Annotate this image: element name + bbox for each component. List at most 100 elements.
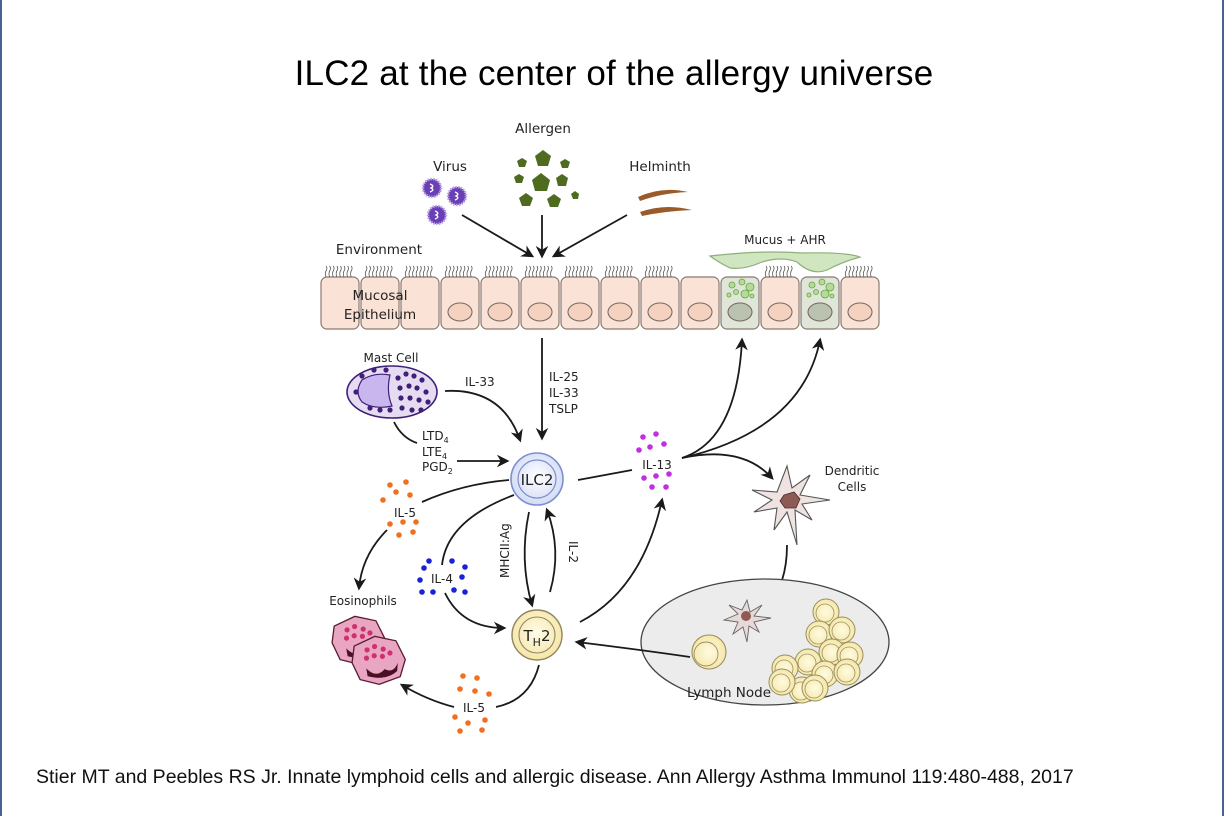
cytokine-dot — [403, 479, 409, 485]
mast-granule — [414, 385, 419, 390]
epithelial-cell — [761, 266, 799, 329]
il5-lower-label: IL-5 — [463, 701, 485, 715]
goblet-cell — [801, 277, 839, 329]
naive-t-cell — [692, 635, 726, 669]
cilium — [493, 266, 495, 277]
cytokine-dot — [421, 565, 427, 571]
cilium — [580, 266, 582, 277]
mast-cell-label: Mast Cell — [364, 351, 419, 365]
cilium — [420, 266, 422, 277]
cilium — [445, 266, 447, 277]
signal-il25: IL-25 — [549, 370, 579, 384]
cell-nucleus — [568, 303, 592, 321]
cytokine-dot — [413, 519, 419, 525]
mast-il33-label: IL-33 — [465, 375, 495, 389]
mast-lipid-connector — [394, 422, 417, 443]
cilium — [525, 266, 527, 277]
cytokine-dot — [641, 475, 647, 481]
mast-granule — [387, 407, 392, 412]
cilium — [485, 266, 487, 277]
t-cell — [769, 669, 795, 695]
mucus-vesicle — [807, 293, 811, 297]
epithelial-cell — [601, 266, 639, 329]
cilium — [423, 266, 425, 277]
cell-nucleus — [488, 303, 512, 321]
mast-granule — [398, 395, 403, 400]
il13-label: IL-13 — [642, 458, 672, 472]
cilium — [333, 266, 335, 277]
cell-nucleus — [608, 303, 632, 321]
mucus-vesicle — [729, 282, 735, 288]
signal-tslp: TSLP — [548, 402, 578, 416]
cytokine-dot — [647, 444, 653, 450]
il2-label: IL-2 — [566, 541, 580, 563]
cilium — [616, 266, 618, 277]
cilium — [645, 266, 647, 277]
mucus-ahr-label: Mucus + AHR — [744, 233, 826, 247]
cilium — [511, 266, 513, 277]
cilium — [409, 266, 411, 277]
mast-granule — [403, 371, 408, 376]
epithelial-cell — [521, 266, 559, 329]
cilium — [649, 266, 651, 277]
epithelial-cell — [641, 266, 679, 329]
cilium — [783, 266, 785, 277]
allergen-icon — [514, 150, 579, 207]
virus-label: Virus — [433, 159, 467, 175]
mast-granule — [359, 373, 364, 378]
cilium — [471, 266, 473, 277]
cytokine-dot — [462, 589, 468, 595]
cilium — [449, 266, 451, 277]
cilium — [340, 266, 342, 277]
cilium — [867, 266, 869, 277]
cilium — [871, 266, 873, 277]
cytokine-dot — [410, 529, 416, 535]
signal-il33: IL-33 — [549, 386, 579, 400]
cilium — [540, 266, 542, 277]
cytokine-dot — [449, 558, 455, 564]
cilium — [347, 266, 349, 277]
cilium — [365, 266, 367, 277]
cilium — [405, 266, 407, 277]
mast-granule — [425, 399, 430, 404]
cytokine-dot — [482, 717, 488, 723]
il13-to-goblet1-arrow — [682, 340, 742, 458]
cilium — [576, 266, 578, 277]
cilium — [569, 266, 571, 277]
cilium — [773, 266, 775, 277]
epithelial-cell — [561, 266, 599, 329]
cilium — [329, 266, 331, 277]
cilium — [500, 266, 502, 277]
allergen-label: Allergen — [515, 121, 571, 137]
mast-granule — [409, 407, 414, 412]
cilium — [383, 266, 385, 277]
t-cell — [834, 659, 860, 685]
cilium — [605, 266, 607, 277]
cell-nucleus — [808, 303, 832, 321]
mucus-vesicle — [809, 282, 815, 288]
epithelial-cell — [441, 266, 479, 329]
cilium — [489, 266, 491, 277]
cilium — [543, 266, 545, 277]
cilium — [627, 266, 629, 277]
cilium — [660, 266, 662, 277]
epithelial-cell — [681, 277, 719, 329]
dendritic-cells-label-line1: Dendritic — [825, 464, 880, 478]
cilium — [765, 266, 767, 277]
cilium — [849, 266, 851, 277]
cilium — [369, 266, 371, 277]
epithelium-label-line1: Mucosal — [353, 288, 408, 304]
cell-nucleus — [688, 303, 712, 321]
cilium — [565, 266, 567, 277]
cytokine-dot — [451, 587, 457, 593]
mucus-vesicle — [750, 294, 754, 298]
mast-granule — [407, 395, 412, 400]
il5-lower-to-eosinophil-arrow — [402, 685, 454, 707]
cytokine-dot — [640, 434, 646, 440]
cell-nucleus — [448, 303, 472, 321]
cell-nucleus — [848, 303, 872, 321]
cilium — [427, 266, 429, 277]
cytokine-dot — [459, 574, 465, 580]
cytokine-dot — [400, 519, 406, 525]
